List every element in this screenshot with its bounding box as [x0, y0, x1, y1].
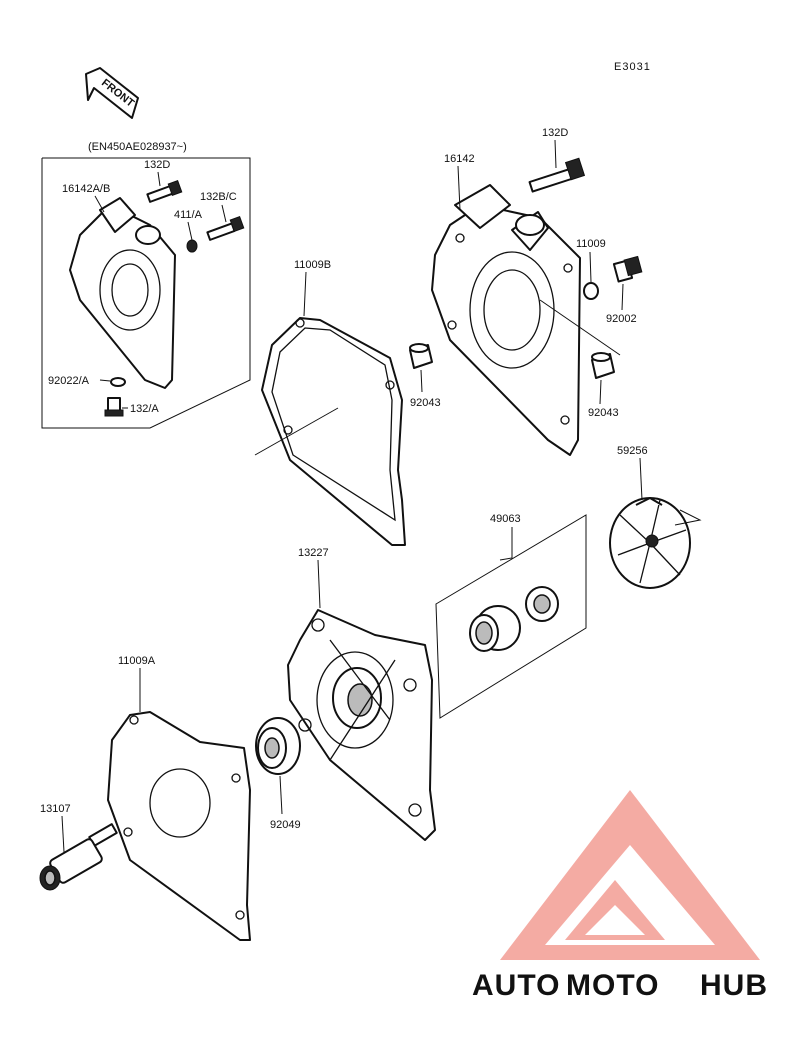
label-92022A: 92022/A — [48, 375, 90, 387]
main-cover-16142 — [431, 184, 581, 456]
dowel-92043-b — [591, 352, 615, 379]
drawing-code: E3031 — [614, 61, 651, 73]
seal-kit-bracket — [435, 514, 587, 719]
gasket-11009B — [261, 317, 406, 546]
label-59256: 59256 — [617, 445, 648, 457]
label-92043-b: 92043 — [588, 407, 619, 419]
label-13227: 13227 — [298, 547, 329, 559]
mechanical-seal — [469, 605, 521, 652]
watermark-part-hub: HUB — [700, 969, 768, 1002]
label-11009B: 11009B — [294, 259, 331, 271]
watermark-text: AUTO MOTO HUB — [472, 969, 768, 1002]
washer-11009 — [583, 282, 599, 300]
label-92043-a: 92043 — [410, 397, 441, 409]
label-49063: 49063 — [490, 513, 521, 525]
label-132D-main: 132D — [542, 127, 568, 139]
fitting-13107 — [39, 823, 118, 891]
label-11009: 11009 — [576, 238, 606, 250]
label-132A: 132/A — [130, 403, 159, 415]
bolt-132D-main — [528, 157, 586, 193]
pump-housing-13227 — [287, 609, 436, 841]
variant-bracket — [41, 157, 251, 429]
label-92002: 92002 — [606, 313, 637, 325]
bolt-132D-small — [146, 180, 183, 203]
gasket-11009A — [107, 711, 251, 941]
oil-seal-92049 — [255, 717, 301, 775]
seal-ring — [525, 586, 559, 622]
label-132BC: 132B/C — [200, 191, 237, 203]
small-cover-part — [69, 197, 176, 389]
label-411A: 411/A — [174, 209, 203, 221]
impeller-59256 — [609, 497, 691, 589]
label-13107: 13107 — [40, 803, 71, 815]
washer-411A — [186, 239, 198, 253]
washer-92022A — [110, 377, 126, 387]
plug-92002 — [612, 255, 643, 283]
label-16142: 16142 — [444, 153, 475, 165]
plug-132A — [104, 397, 124, 417]
dowel-92043-a — [409, 343, 433, 369]
label-132D-small: 132D — [144, 159, 170, 171]
bolt-132BC — [206, 216, 245, 241]
label-92049: 92049 — [270, 819, 301, 831]
serial-note: (EN450AE028937~) — [88, 141, 187, 153]
watermark-logo — [500, 790, 760, 960]
label-11009A: 11009A — [118, 655, 156, 667]
front-arrow: FRONT — [85, 67, 139, 119]
watermark-part-auto: AUTO — [472, 969, 560, 1002]
watermark-part-moto: MOTO — [566, 969, 659, 1002]
label-16142AB: 16142A/B — [62, 183, 110, 195]
